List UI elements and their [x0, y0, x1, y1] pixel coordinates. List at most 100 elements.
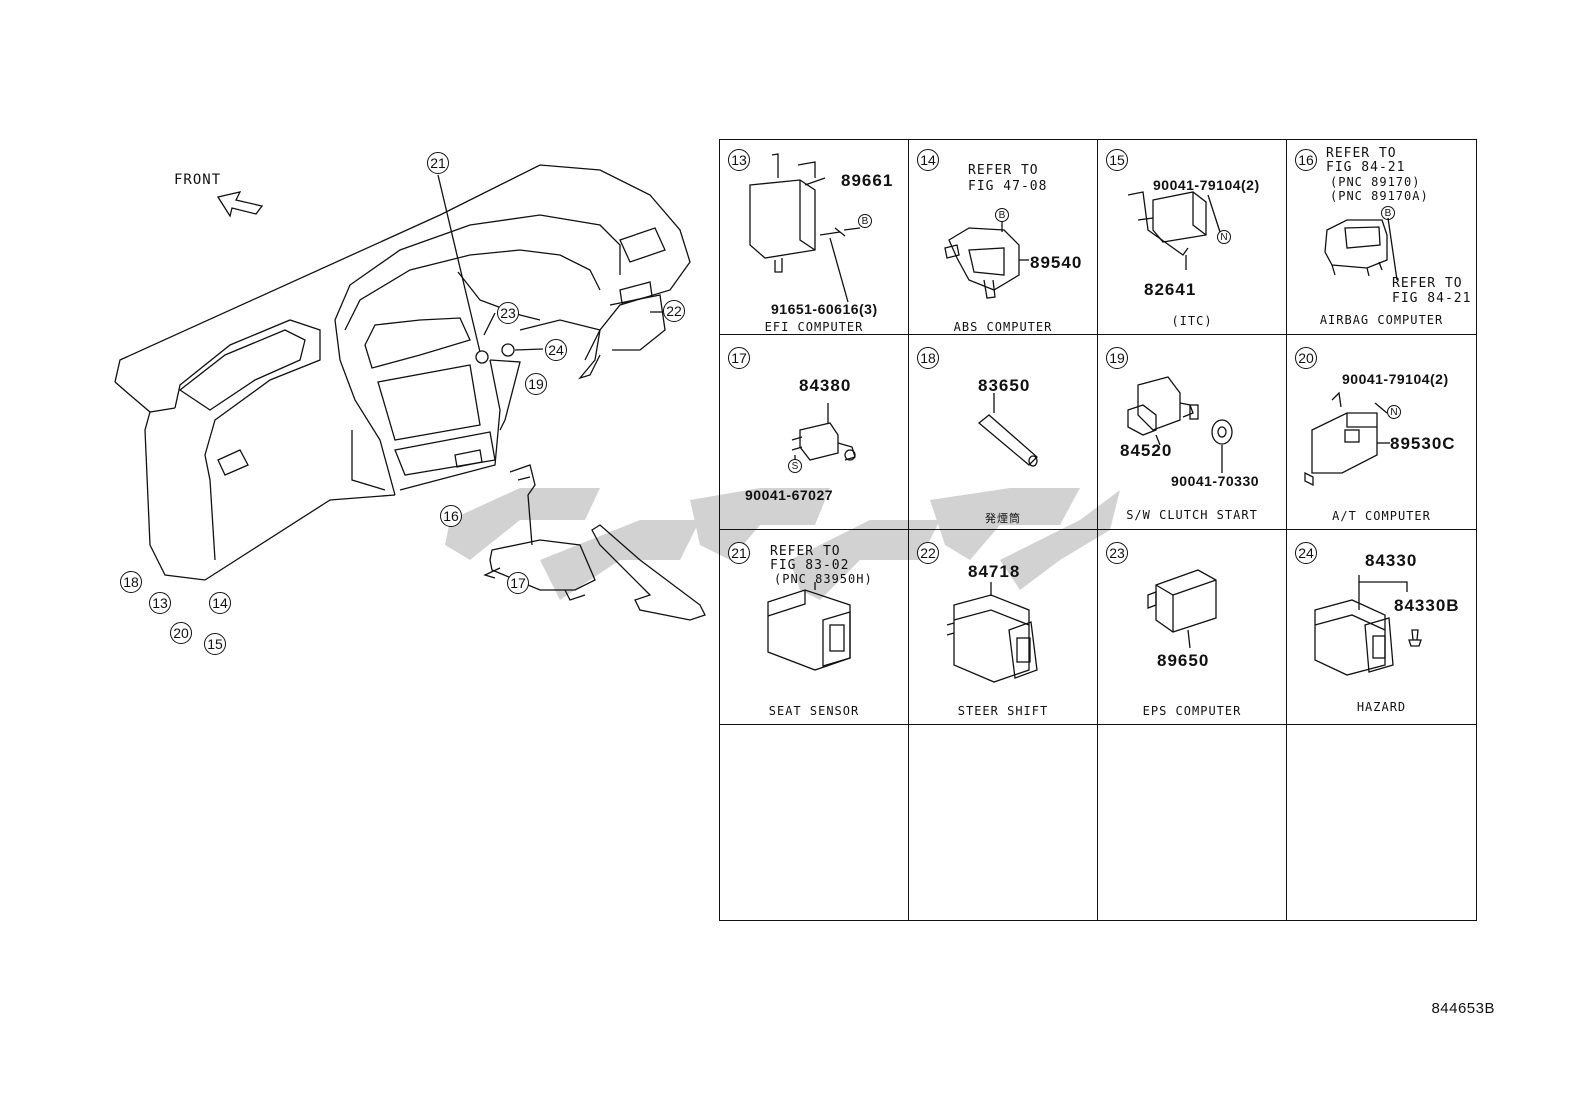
part-number: 84520: [1120, 441, 1173, 460]
cell-number: 22: [917, 542, 939, 564]
part-number: 82641: [1144, 280, 1197, 299]
callout-21: 21: [427, 152, 449, 174]
cell-number: 14: [917, 149, 939, 171]
ref-line: REFER TO: [968, 163, 1039, 178]
cell-number: 19: [1106, 347, 1128, 369]
callout-19: 19: [525, 373, 547, 395]
efi-computer-drawing: [749, 153, 861, 303]
part-number: 89661: [841, 171, 894, 190]
airbag-computer-drawing: [1324, 217, 1398, 281]
itc-relay-drawing: [1127, 191, 1221, 270]
callout-16: 16: [440, 505, 462, 527]
bubble-b: B: [858, 214, 872, 228]
part-number: 83650: [978, 376, 1031, 395]
flare-drawing: [977, 393, 1038, 467]
cell-empty: [1098, 725, 1287, 920]
figure-code: 844653B: [1431, 1000, 1495, 1017]
cell-empty: [909, 725, 1098, 920]
cell-number: 21: [728, 542, 750, 564]
cell-number: 24: [1295, 542, 1317, 564]
callout-22: 22: [663, 300, 685, 322]
switch-drawing: [791, 403, 856, 463]
parts-grid: 13 89661 B 91651-60616(3) EFI COMPUTER 1…: [719, 139, 1477, 921]
callout-13: 13: [149, 592, 171, 614]
ref-line: FIG 84-21: [1326, 160, 1406, 175]
part-number: 84330: [1365, 551, 1418, 570]
cell-empty: [1287, 725, 1476, 920]
part-number: 90041-79104(2): [1342, 371, 1449, 387]
cell-number: 20: [1295, 347, 1317, 369]
callout-24: 24: [545, 339, 567, 361]
ref-line: FIG 84-21: [1392, 291, 1472, 306]
front-label: FRONT: [174, 172, 222, 188]
cell-caption: (ITC): [1171, 314, 1213, 328]
cell-number: 17: [728, 347, 750, 369]
cell-15: 15 90041-79104(2) N 82641 (ITC): [1098, 140, 1287, 335]
cell-13: 13 89661 B 91651-60616(3) EFI COMPUTER: [720, 140, 909, 335]
ref-line: FIG 47-08: [968, 179, 1048, 194]
callout-15: 15: [204, 633, 226, 655]
cell-21: 21 REFER TO FIG 83-02 (PNC 83950H) SEAT …: [720, 530, 909, 725]
cell-number: 13: [728, 149, 750, 171]
part-number: 84330B: [1394, 596, 1460, 615]
cell-caption: SEAT SENSOR: [768, 704, 860, 718]
callout-14: 14: [209, 592, 231, 614]
cell-caption: EFI COMPUTER: [764, 320, 864, 334]
cell-caption: HAZARD: [1356, 700, 1407, 714]
callout-23: 23: [497, 302, 519, 324]
dashboard-drawing: [114, 164, 706, 621]
cell-19: 19 84520 90041-70330 S/W CLUTCH START: [1098, 335, 1287, 530]
cell-caption: A/T COMPUTER: [1332, 509, 1431, 523]
cell-22: 22 84718 STEER SHIFT: [909, 530, 1098, 725]
clutch-switch-drawing: [1127, 376, 1233, 473]
cell-caption: ABS COMPUTER: [953, 320, 1053, 334]
cell-caption: STEER SHIFT: [957, 704, 1049, 718]
at-computer-drawing: [1304, 391, 1390, 487]
cell-number: 23: [1106, 542, 1128, 564]
cell-17: 17 84380 S 90041-67027: [720, 335, 909, 530]
ref-line: FIG 83-02: [770, 558, 850, 573]
cell-number: 16: [1295, 149, 1317, 171]
part-number: 91651-60616(3): [771, 301, 878, 317]
abs-computer-drawing: [944, 222, 1029, 299]
callout-17: 17: [507, 572, 529, 594]
steer-shift-drawing: [946, 582, 1038, 683]
cell-14: 14 REFER TO FIG 47-08 B 89540 ABS COMPUT…: [909, 140, 1098, 335]
cell-caption: AIRBAG COMPUTER: [1319, 313, 1444, 327]
callout-18: 18: [120, 571, 142, 593]
part-number: 89650: [1157, 651, 1210, 670]
part-number: 90041-70330: [1171, 473, 1260, 489]
hazard-switch-drawing: [1314, 575, 1422, 676]
cell-empty: [720, 725, 909, 920]
part-number: 84718: [968, 562, 1021, 581]
cell-caption: S/W CLUTCH START: [1126, 508, 1258, 522]
ref-line: (PNC 83950H): [774, 572, 873, 586]
part-number: 90041-67027: [745, 487, 834, 503]
bubble-n: N: [1217, 230, 1231, 244]
cell-16: 16 REFER TO FIG 84-21 (PNC 89170) (PNC 8…: [1287, 140, 1476, 335]
eps-computer-drawing: [1147, 569, 1217, 649]
bubble-n: N: [1387, 405, 1401, 419]
cell-20: 20 90041-79104(2) N 89530C A/T COMPUTER: [1287, 335, 1476, 530]
ref-line: (PNC 89170A): [1330, 189, 1429, 203]
bubble-s: S: [788, 459, 802, 473]
seat-sensor-drawing: [767, 582, 851, 671]
cell-number: 15: [1106, 149, 1128, 171]
bubble-b: B: [995, 208, 1009, 222]
ref-line: (PNC 89170): [1330, 175, 1421, 189]
cell-caption: 発煙筒: [985, 512, 1021, 525]
cell-23: 23 89650 EPS COMPUTER: [1098, 530, 1287, 725]
cell-number: 18: [917, 347, 939, 369]
callout-20: 20: [170, 622, 192, 644]
ref-line: REFER TO: [770, 544, 841, 559]
ref-line: REFER TO: [1326, 146, 1397, 161]
part-number: 89530C: [1390, 434, 1456, 453]
part-number: 90041-79104(2): [1153, 177, 1260, 193]
part-number: 84380: [799, 376, 852, 395]
cell-caption: EPS COMPUTER: [1142, 704, 1242, 718]
cell-18: 18 83650 発煙筒: [909, 335, 1098, 530]
cell-24: 24 84330 84330B HAZARD: [1287, 530, 1476, 725]
ref-line: REFER TO: [1392, 276, 1463, 291]
